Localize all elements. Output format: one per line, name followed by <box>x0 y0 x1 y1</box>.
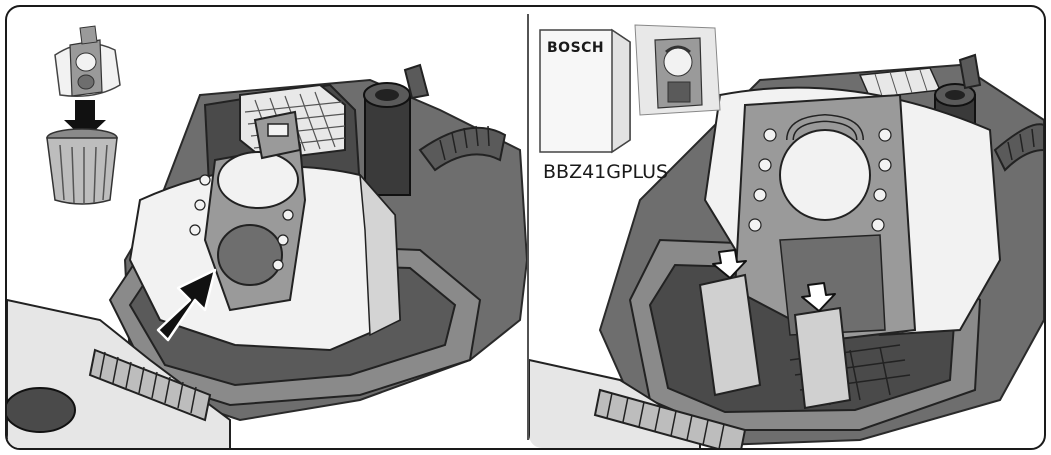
trash-bin-icon <box>46 128 118 205</box>
new-filter-bag-icon <box>634 24 721 116</box>
bag-box-icon: BOSCH <box>539 28 631 154</box>
panel-right: BOSCH BBZ41GPLUS <box>529 24 1044 448</box>
exhaust-cylinder <box>363 82 411 196</box>
dust-bag-right <box>703 86 1002 342</box>
snap-down-arrow-icon <box>712 249 747 279</box>
bag-holder-right <box>793 306 852 410</box>
hinge-roller <box>88 348 212 422</box>
hinge-roller-right <box>593 388 747 448</box>
panel-left <box>7 25 527 448</box>
filter-bag-icon <box>54 25 121 97</box>
hose-collar <box>418 125 507 172</box>
snap-down-arrow-icon-2 <box>801 282 836 312</box>
model-number-label: BBZ41GPLUS <box>543 161 668 183</box>
insert-arrow-icon <box>156 268 217 342</box>
hose-collar-right <box>993 123 1044 172</box>
box-brand-label: BOSCH <box>547 40 604 56</box>
carry-handle <box>403 63 430 100</box>
hepa-filter-right <box>858 67 942 99</box>
